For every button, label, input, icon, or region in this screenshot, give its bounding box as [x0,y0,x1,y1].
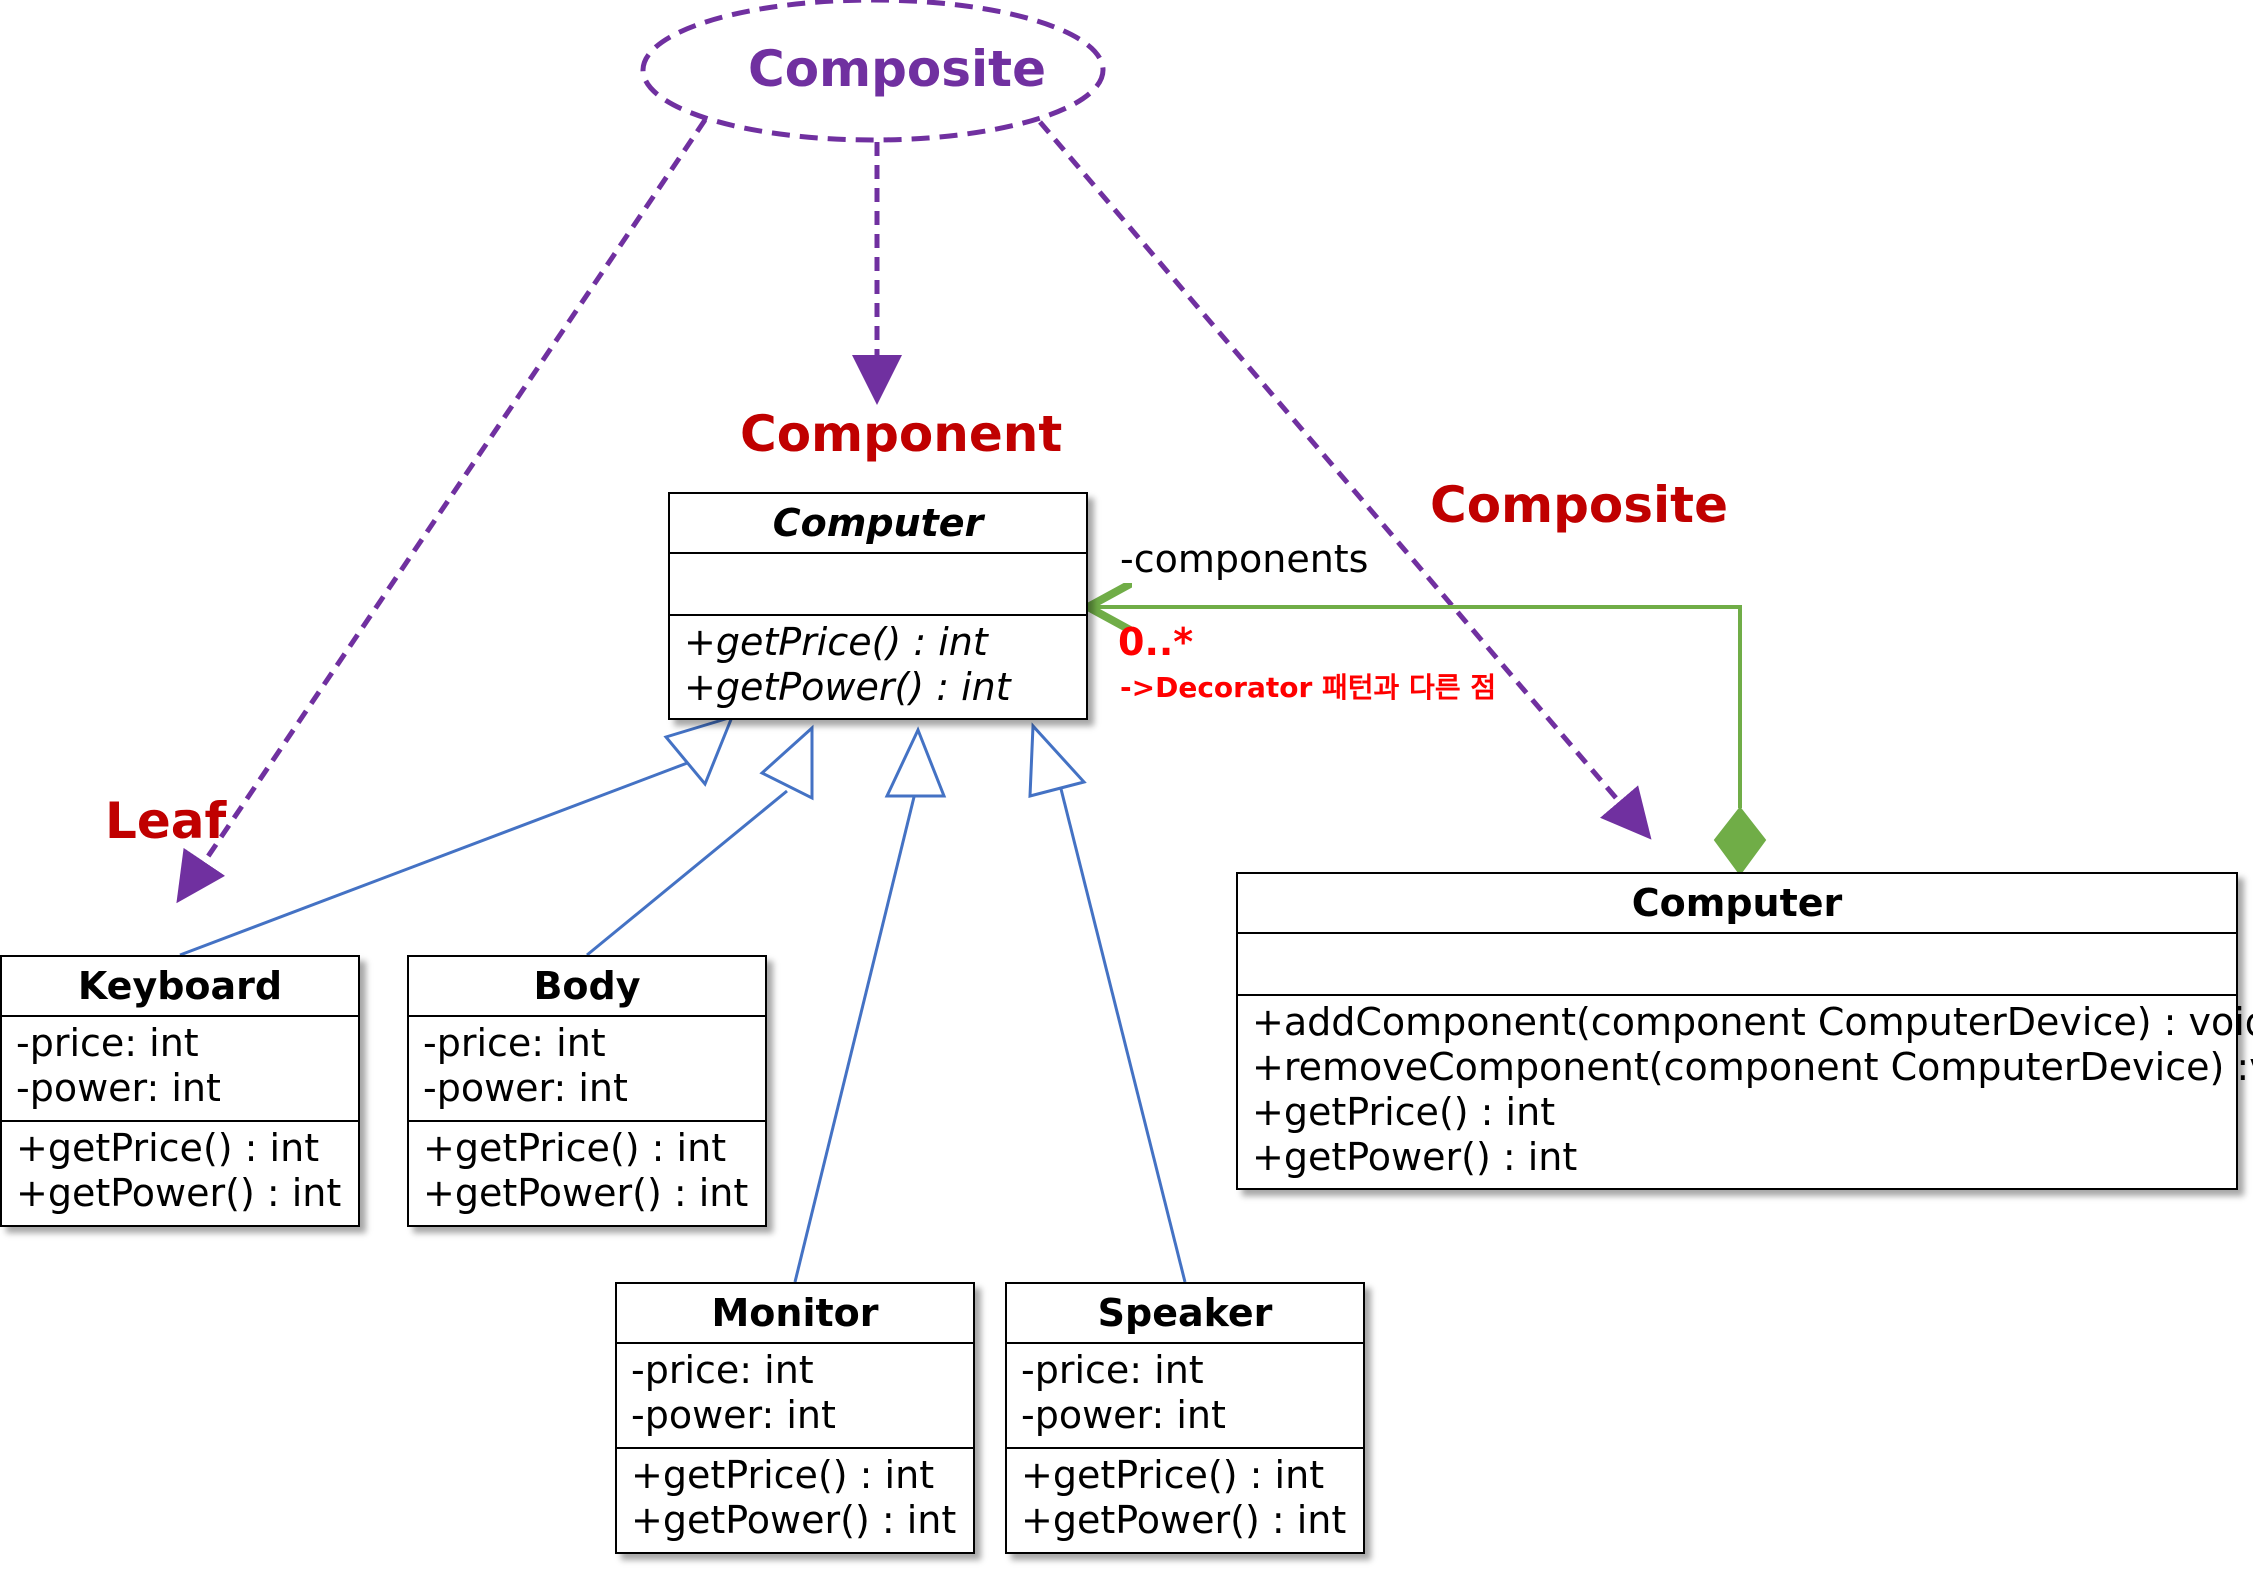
attribute: -price: int [16,1021,199,1065]
class-name: Computer [772,501,984,545]
generalization-triangle-body [759,724,814,801]
generalization-triangle-keyboard [663,714,735,787]
class-name: Speaker [1097,1291,1273,1335]
operation: +getPrice() : int [684,620,988,664]
class-name: Body [533,964,641,1008]
attribute: -price: int [423,1021,606,1065]
operation: +getPrice() : int [1252,1090,1556,1134]
aggregation-diamond [1713,806,1767,876]
class-operations: +getPrice() : int +getPower() : int [617,1449,973,1547]
attribute: -price: int [631,1348,814,1392]
generalization-triangle-speaker [1028,722,1087,798]
attribute: -price: int [1021,1348,1204,1392]
generalization-speaker [1057,780,1187,1283]
pattern-ellipse [640,0,1106,143]
decorator-difference-note: ->Decorator 패턴과 다른 점 [1120,671,1497,704]
association-multiplicity: 0..* [1118,620,1194,664]
pattern-arrow-composite [1038,120,1652,840]
class-attributes: -price: int -power: int [2,1017,358,1122]
class-operations: +getPrice() : int +getPower() : int [670,616,1086,714]
pattern-ellipse-label: Composite [748,40,1046,98]
class-monitor[interactable]: Monitor -price: int -power: int +getPric… [615,1282,975,1554]
operation: +getPower() : int [1252,1135,1578,1179]
operation: +getPrice() : int [1021,1453,1325,1497]
class-computer-abstract[interactable]: Computer +getPrice() : int +getPower() :… [668,492,1088,720]
operation: +getPrice() : int [16,1126,320,1170]
operation: +getPower() : int [631,1498,957,1542]
class-operations: +addComponent(component ComputerDevice) … [1238,996,2253,1184]
component-role-title: Component [740,405,1063,463]
operation: +removeComponent(component ComputerDevic… [1252,1045,2253,1089]
attribute: -power: int [631,1393,836,1437]
operation: +getPower() : int [423,1171,749,1215]
operation: +getPower() : int [1021,1498,1347,1542]
class-operations: +getPrice() : int +getPower() : int [409,1122,765,1220]
generalization-monitor [793,796,916,1283]
operation: +getPower() : int [16,1171,342,1215]
class-body[interactable]: Body -price: int -power: int +getPrice()… [407,955,767,1227]
class-name: Keyboard [77,964,283,1008]
attribute: -power: int [423,1066,628,1110]
operation: +getPrice() : int [423,1126,727,1170]
association-role: -components [1120,537,1369,581]
class-operations: +getPrice() : int +getPower() : int [2,1122,358,1220]
generalization-keyboard [179,760,691,957]
aggregation-line [1088,607,1742,808]
composite-role-title: Composite [1430,476,1728,534]
class-attributes: -price: int -power: int [409,1017,765,1122]
class-operations: +getPrice() : int +getPower() : int [1007,1449,1363,1547]
class-name: Computer [1631,881,1843,925]
attribute: -power: int [1021,1393,1226,1437]
generalization-triangle-monitor [884,726,947,798]
class-speaker[interactable]: Speaker -price: int -power: int +getPric… [1005,1282,1365,1554]
operation: +getPrice() : int [631,1453,935,1497]
class-attributes: -price: int -power: int [1007,1344,1363,1449]
generalization-body [586,789,788,957]
class-name: Monitor [711,1291,879,1335]
operation: +addComponent(component ComputerDevice) … [1252,1000,2253,1044]
class-keyboard[interactable]: Keyboard -price: int -power: int +getPri… [0,955,360,1227]
class-attributes: -price: int -power: int [617,1344,973,1449]
class-computer-composite[interactable]: Computer +addComponent(component Compute… [1236,872,2253,1190]
leaf-role-title: Leaf [105,792,227,850]
attribute: -power: int [16,1066,221,1110]
class-attributes [670,554,1086,616]
operation: +getPower() : int [684,665,1011,709]
class-attributes [1238,934,2236,996]
pattern-arrow-leaf [176,118,708,904]
